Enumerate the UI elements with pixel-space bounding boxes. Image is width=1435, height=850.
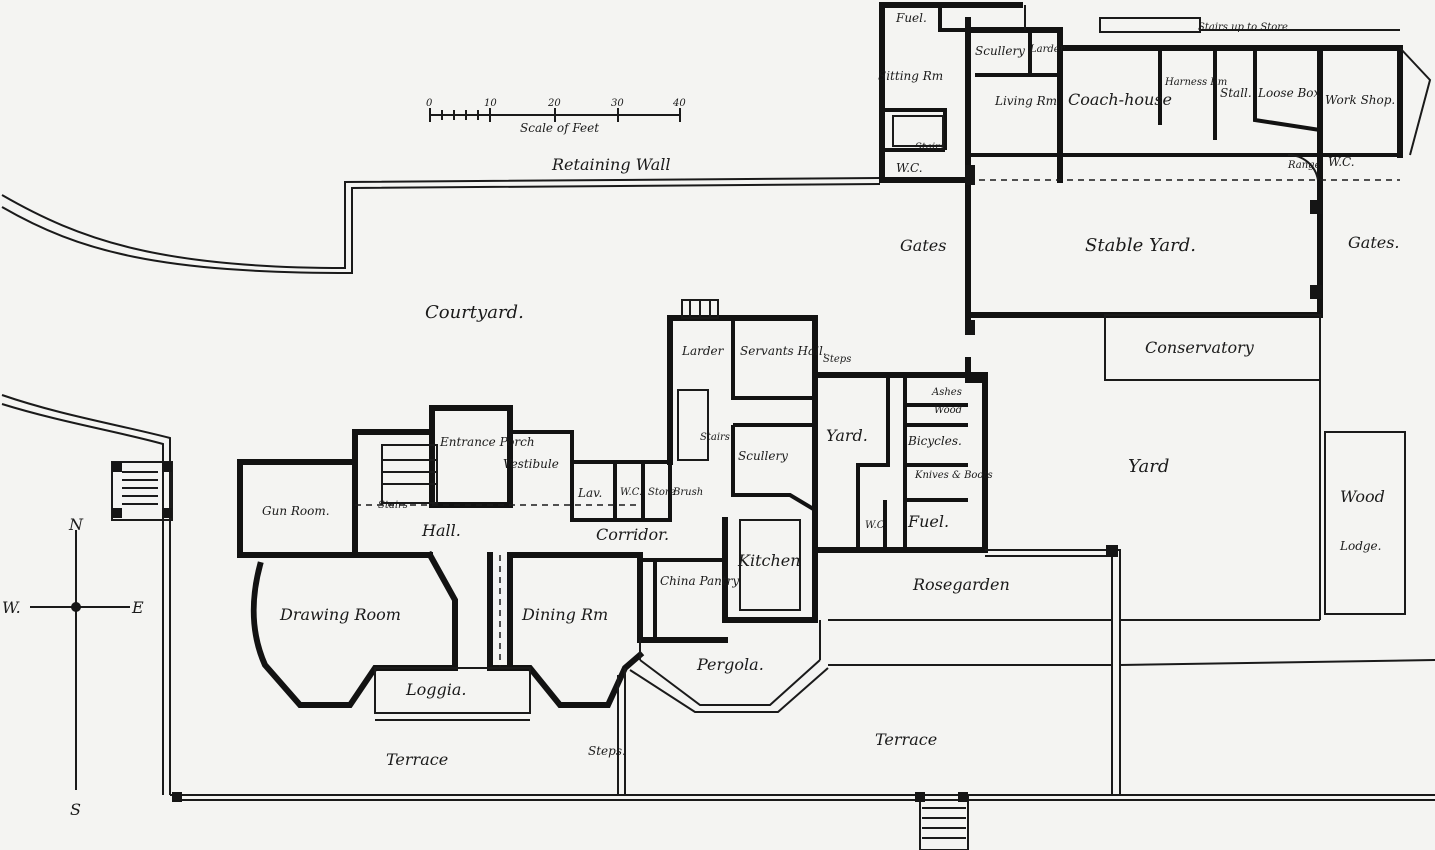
label-scale-30: 30: [611, 98, 624, 109]
label-wood-lodge-1: Wood: [1340, 487, 1385, 506]
label-fuel-top: Fuel.: [895, 11, 927, 25]
label-scullery-top: Scullery: [975, 44, 1025, 58]
label-compass-n: N: [68, 515, 84, 534]
left-entrance-steps: [111, 461, 173, 521]
label-knives-boots: Knives & Boots: [914, 470, 993, 481]
label-scale-10: 10: [484, 98, 497, 109]
label-stairs-hall: Stairs: [378, 500, 408, 511]
label-stall: Stall.: [1220, 86, 1252, 100]
label-retaining-wall: Retaining Wall: [551, 155, 670, 174]
label-scale-0: 0: [426, 98, 433, 109]
label-gates-left: Gates: [900, 236, 946, 255]
label-rosegarden: Rosegarden: [912, 575, 1010, 594]
bottom-terrace-steps: [915, 792, 969, 850]
label-steps-bottom: Steps.: [588, 744, 626, 758]
stable-block: [879, 2, 1432, 553]
label-hall: Hall.: [421, 521, 461, 540]
label-brush: Brush: [672, 487, 703, 498]
label-store: Store: [648, 487, 676, 498]
label-harness-rm: Harness Rm: [1164, 77, 1227, 88]
label-wc-right: W.C.: [1328, 155, 1355, 169]
label-china-pantry: China Pantry: [660, 574, 739, 588]
scale-bar: [429, 108, 681, 122]
label-terrace-left: Terrace: [386, 750, 448, 769]
label-conservatory: Conservatory: [1145, 338, 1255, 357]
label-gun-room: Gun Room.: [262, 504, 330, 518]
room-labels: Fuel. Scullery Larder Sitting Rm Living …: [2, 11, 1400, 819]
label-ashes: Ashes: [931, 387, 962, 398]
label-vestibule: Vestibule: [503, 457, 559, 471]
label-stairs-store: Stairs up to Store: [1198, 22, 1288, 33]
label-stable-yard: Stable Yard.: [1085, 235, 1196, 256]
label-living-rm: Living Rm: [994, 94, 1057, 108]
label-drawing-room: Drawing Room: [279, 605, 401, 624]
label-sitting-rm: Sitting Rm: [878, 69, 943, 83]
label-pergola: Pergola.: [696, 655, 764, 674]
label-gates-right: Gates.: [1348, 233, 1400, 252]
label-wc-top: W.C.: [896, 161, 923, 175]
label-scale-40: 40: [672, 98, 686, 109]
label-steps-top: Steps: [823, 354, 851, 365]
label-kitchen: Kitchen: [737, 551, 801, 570]
piers: [172, 165, 1322, 802]
label-stairs-mid: Stairs: [700, 432, 730, 443]
compass-rose: [30, 530, 130, 790]
label-compass-w: W.: [2, 598, 21, 617]
label-coach-house: Coach-house: [1068, 90, 1172, 109]
label-bicycles: Bicycles.: [907, 434, 962, 448]
label-scale-20: 20: [547, 98, 561, 109]
label-dining-rm: Dining Rm: [521, 605, 608, 624]
label-wood-small: Wood: [934, 405, 962, 416]
label-range: Range: [1287, 160, 1321, 171]
garden-lines: [617, 380, 1435, 795]
label-loggia: Loggia.: [405, 680, 466, 699]
label-wood-lodge-2: Lodge.: [1339, 539, 1381, 553]
label-work-shop: Work Shop.: [1325, 93, 1395, 107]
label-scale-title: Scale of Feet: [520, 121, 599, 135]
label-loose-box: Loose Box: [1257, 86, 1321, 100]
label-larder: Larder: [681, 344, 725, 358]
label-entrance-porch: Entrance Porch: [439, 435, 535, 449]
label-larder-top: Larder: [1029, 44, 1066, 55]
label-wc-mid: W.C.: [620, 487, 642, 498]
label-corridor: Corridor.: [596, 525, 669, 544]
label-servants-hall: Servants Hall.: [740, 344, 827, 358]
label-compass-s: S: [70, 800, 81, 819]
label-compass-e: E: [131, 598, 144, 617]
retaining-wall: [1, 177, 1435, 801]
label-scullery: Scullery: [738, 449, 788, 463]
label-wc-yard: W.C.: [865, 520, 887, 531]
label-lav: Lav.: [577, 486, 602, 500]
label-yard-small: Yard.: [826, 426, 868, 445]
label-courtyard: Courtyard.: [425, 302, 524, 323]
label-fuel: Fuel.: [907, 512, 949, 531]
main-house-walls: [237, 115, 988, 721]
label-stairs-top: Stairs: [915, 142, 945, 153]
label-yard-large: Yard: [1128, 456, 1169, 477]
label-terrace-right: Terrace: [875, 730, 937, 749]
